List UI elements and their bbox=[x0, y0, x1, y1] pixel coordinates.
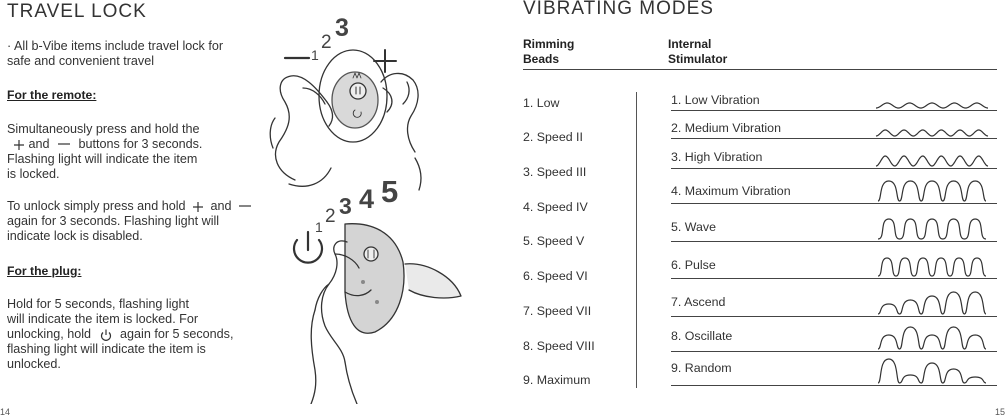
mode-item: 3. High Vibration bbox=[671, 150, 763, 164]
plus-icon bbox=[193, 201, 204, 212]
mode-item: 2. Medium Vibration bbox=[671, 121, 781, 135]
speed-item: 8. Speed VIII bbox=[523, 339, 595, 353]
travel-lock-title: TRAVEL LOCK bbox=[7, 1, 147, 22]
speed-item: 4. Speed IV bbox=[523, 200, 588, 214]
waveform-icon bbox=[877, 218, 987, 240]
minus-icon bbox=[58, 143, 71, 145]
remote-line-4: is locked. bbox=[7, 167, 60, 181]
column-divider bbox=[636, 92, 637, 388]
minus-icon bbox=[239, 205, 252, 207]
plug-line-4: flashing light will indicate the item is bbox=[7, 342, 206, 356]
unlock-line-1: To unlock simply press and hold and bbox=[7, 199, 252, 214]
intro-text: · All b-Vibe items include travel lock f… bbox=[7, 39, 223, 69]
remote-and-text: and bbox=[28, 137, 50, 151]
plug-step-number-2: 2 bbox=[325, 206, 336, 227]
waveform-icon bbox=[875, 155, 989, 167]
speed-item: 7. Speed VII bbox=[523, 304, 592, 318]
remote-instructions: Simultaneously press and hold the and bu… bbox=[7, 122, 202, 182]
rimming-heading-line-2: Beads bbox=[523, 52, 560, 66]
plug-line-3: unlocking, hold again for 5 seconds, bbox=[7, 327, 233, 342]
speed-item: 6. Speed VI bbox=[523, 269, 588, 283]
waveform-icon bbox=[877, 358, 987, 384]
mode-item: 7. Ascend bbox=[671, 295, 726, 309]
mode-item: 4. Maximum Vibration bbox=[671, 184, 791, 198]
plug-line-3-end: again for 5 seconds, bbox=[120, 327, 234, 341]
plug-step-number-4: 4 bbox=[359, 184, 374, 214]
remote-line-2-end: buttons for 3 seconds. bbox=[78, 137, 203, 151]
stimulator-heading-line-2: Stimulator bbox=[668, 52, 728, 66]
speed-item: 5. Speed V bbox=[523, 234, 585, 248]
power-mark bbox=[292, 238, 324, 264]
plug-heading: For the plug: bbox=[7, 264, 82, 278]
plug-illustration: 1 2 3 4 5 bbox=[292, 174, 462, 404]
plug-step-number-5: 5 bbox=[381, 174, 398, 209]
remote-illustration: 1 2 3 bbox=[269, 14, 422, 191]
unlock-line-1-start: To unlock simply press and hold bbox=[7, 199, 186, 213]
step-number-1: 1 bbox=[311, 47, 319, 63]
page-number-left: 14 bbox=[0, 407, 11, 417]
speed-item: 2. Speed II bbox=[523, 130, 583, 144]
remote-heading: For the remote: bbox=[7, 88, 97, 102]
unlock-line-2: again for 3 seconds. Flashing light will bbox=[7, 214, 220, 228]
plug-line-3-start: unlocking, hold bbox=[7, 327, 92, 341]
rimming-beads-heading: Rimming Beads bbox=[523, 37, 574, 67]
mode-rule bbox=[671, 385, 997, 386]
mode-rule bbox=[671, 241, 997, 242]
stimulator-heading-line-1: Internal bbox=[668, 37, 712, 51]
mode-rule bbox=[671, 351, 997, 352]
power-icon bbox=[100, 329, 111, 341]
mode-rule bbox=[671, 203, 997, 204]
mode-rule bbox=[671, 168, 997, 169]
waveform-icon bbox=[875, 129, 989, 137]
mode-item: 6. Pulse bbox=[671, 258, 716, 272]
mode-rule bbox=[671, 278, 997, 279]
unlock-and-text: and bbox=[210, 199, 232, 213]
plus-mark bbox=[373, 49, 397, 73]
intro-line-1: · All b-Vibe items include travel lock f… bbox=[7, 39, 224, 53]
mode-item: 8. Oscillate bbox=[671, 329, 733, 343]
waveform-icon bbox=[876, 102, 988, 109]
plug-line-2: will indicate the item is locked. For bbox=[7, 312, 199, 326]
speed-item: 1. Low bbox=[523, 96, 560, 110]
vibrating-modes-title: VIBRATING MODES bbox=[523, 0, 714, 19]
header-divider bbox=[523, 69, 997, 70]
unlock-instructions: To unlock simply press and hold and agai… bbox=[7, 199, 252, 244]
step-number-2: 2 bbox=[321, 32, 332, 53]
mode-rule bbox=[671, 110, 997, 111]
mode-rule bbox=[671, 138, 997, 139]
waveform-icon bbox=[877, 257, 987, 277]
mode-rule bbox=[671, 316, 997, 317]
rimming-heading-line-1: Rimming bbox=[523, 37, 575, 51]
plug-line-5: unlocked. bbox=[7, 357, 61, 371]
waveform-icon bbox=[877, 326, 987, 350]
waveform-icon bbox=[877, 180, 987, 202]
mode-item: 5. Wave bbox=[671, 220, 716, 234]
page-number-right: 15 bbox=[995, 407, 1006, 417]
remote-line-2: and buttons for 3 seconds. bbox=[7, 137, 202, 152]
intro-line-2: safe and convenient travel bbox=[7, 54, 155, 68]
remote-line-3: Flashing light will indicate the item bbox=[7, 152, 198, 166]
step-number-3: 3 bbox=[335, 14, 349, 42]
mode-item: 1. Low Vibration bbox=[671, 93, 760, 107]
speed-item: 3. Speed III bbox=[523, 165, 587, 179]
plug-step-number-1: 1 bbox=[315, 219, 323, 235]
internal-stimulator-heading: Internal Stimulator bbox=[668, 37, 727, 67]
remote-line-1: Simultaneously press and hold the bbox=[7, 122, 200, 136]
unlock-line-3: indicate lock is disabled. bbox=[7, 229, 143, 243]
plug-line-1: Hold for 5 seconds, flashing light bbox=[7, 297, 190, 311]
plus-icon bbox=[14, 139, 24, 150]
plug-instructions: Hold for 5 seconds, flashing light will … bbox=[7, 297, 233, 372]
mode-item: 9. Random bbox=[671, 361, 732, 375]
waveform-icon bbox=[877, 291, 987, 315]
speed-item: 9. Maximum bbox=[523, 373, 591, 387]
plug-step-number-3: 3 bbox=[339, 193, 352, 219]
